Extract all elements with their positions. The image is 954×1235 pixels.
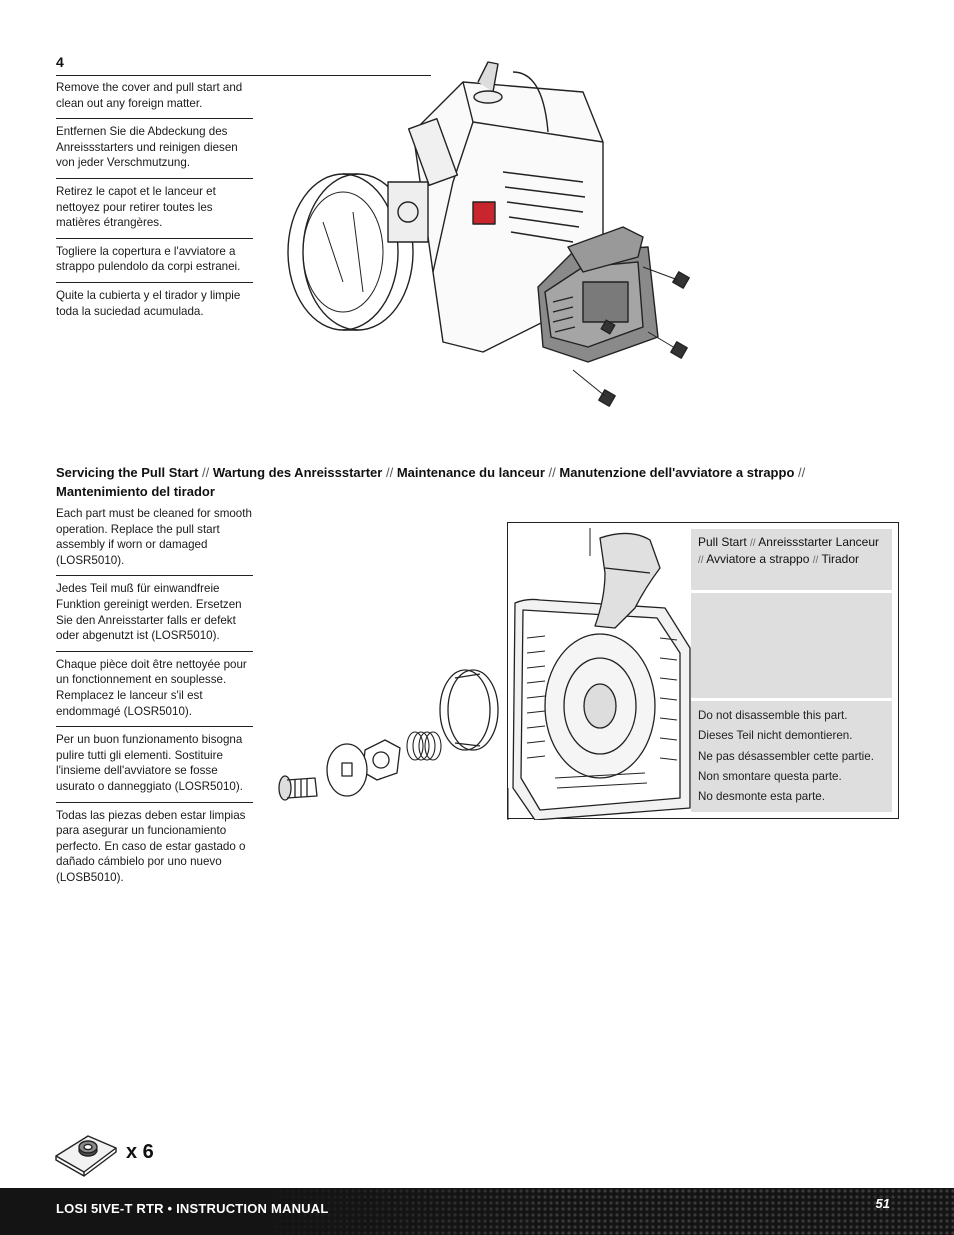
warning-en: Do not disassemble this part. xyxy=(698,709,848,722)
name-separator: // xyxy=(812,554,819,566)
servicing-text-it: Per un buon funzionamento bisogna pulire… xyxy=(56,726,253,801)
warning-es: No desmonte esta parte. xyxy=(698,790,825,804)
pull-start-callout-box xyxy=(507,522,899,819)
servicing-text-es: Todas las piezas deben estar limpias par… xyxy=(56,801,253,893)
step-text-fr: Retirez le capot et le lanceur et nettoy… xyxy=(56,177,253,238)
manual-title: LOSI 5IVE-T RTR • INSTRUCTION MANUAL xyxy=(56,1201,329,1216)
servicing-instructions: Each part must be cleaned for smooth ope… xyxy=(56,504,253,892)
part-image-panel xyxy=(691,593,892,698)
part-name-panel: Pull Start // Anreissstarter Lanceur // … xyxy=(691,529,892,590)
page-number: 51 xyxy=(875,1196,890,1211)
part-name-it: Avviatore a strappo xyxy=(706,551,810,566)
servicing-text-fr: Chaque pièce doit être nettoyée pour un … xyxy=(56,650,253,726)
servicing-title: Servicing the Pull Start // Wartung des … xyxy=(56,463,916,501)
footer-fade xyxy=(0,1188,560,1235)
servicing-text-de: Jedes Teil muß für einwandfreie Funktion… xyxy=(56,575,253,650)
servicing-title-de: Wartung des Anreissstarter xyxy=(212,465,383,480)
part-name-es: Tirador xyxy=(821,551,860,566)
name-separator: // xyxy=(750,538,756,549)
warning-it: Non smontare questa parte. xyxy=(698,769,842,783)
title-separator: // xyxy=(798,465,806,480)
servicing-title-es: Mantenimiento del tirador xyxy=(56,484,215,499)
footer-bar: LOSI 5IVE-T RTR • INSTRUCTION MANUAL 51 xyxy=(0,1188,954,1235)
step-text-de: Entfernen Sie die Abdeckung des Anreisss… xyxy=(56,118,253,178)
servicing-title-en: Servicing the Pull Start xyxy=(56,465,199,480)
quantity-label: x 6 xyxy=(126,1141,154,1163)
engine-diagram-icon xyxy=(287,61,690,407)
warning-de: Dieses Teil nicht demontieren. xyxy=(698,729,853,743)
servicing-title-it: Manutenzione dell'avviatore a strappo xyxy=(559,465,795,480)
title-separator: // xyxy=(548,465,556,480)
warning-panel: Do not disassemble this part. Dieses Tei… xyxy=(691,701,892,812)
pull-start-exploded-icon xyxy=(278,528,691,820)
title-separator: // xyxy=(385,465,394,480)
warning-fr: Ne pas désassembler cette partie. xyxy=(698,749,874,763)
title-separator: // xyxy=(201,465,210,480)
step-text-en: Remove the cover and pull start and clea… xyxy=(56,81,243,110)
step-text-es: Quite la cubierta y el tirador y limpie … xyxy=(56,281,253,326)
part-name-en: Pull Start xyxy=(698,535,747,549)
step-divider xyxy=(56,75,431,76)
servicing-text-en: Each part must be cleaned for smooth ope… xyxy=(56,507,252,567)
part-name-de: Anreissstarter xyxy=(758,535,833,549)
part-name-fr: Lanceur xyxy=(835,535,880,549)
step-number: 4 xyxy=(56,54,64,70)
flange-nut-icon xyxy=(55,1135,117,1177)
step-text-it: Togliere la copertura e l'avviatore a st… xyxy=(56,237,253,282)
name-separator: // xyxy=(698,554,704,566)
step-instructions: Remove the cover and pull start and clea… xyxy=(56,78,253,326)
servicing-title-fr: Maintenance du lanceur xyxy=(396,465,545,480)
